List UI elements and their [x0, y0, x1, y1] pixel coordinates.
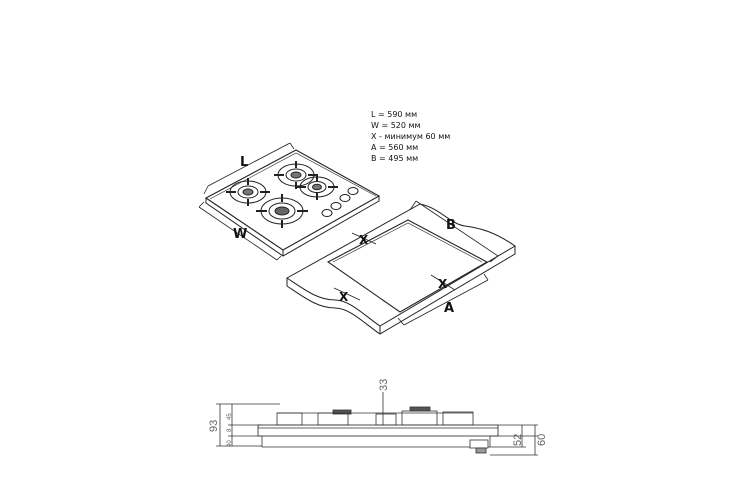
dim-33: 33	[378, 379, 390, 391]
label-b: B	[446, 218, 456, 233]
label-x-right: X	[438, 277, 448, 291]
label-a: A	[444, 301, 454, 316]
spec-width: W = 520 мм	[371, 121, 421, 130]
spec-cutout-b: B = 495 мм	[371, 154, 419, 163]
dim-60: 60	[536, 434, 548, 446]
dim-45: 45	[227, 413, 233, 420]
dimension-lines-cutout	[333, 200, 499, 326]
dim-52: 52	[512, 434, 524, 446]
knob-icon	[321, 187, 359, 217]
label-l: L	[240, 155, 248, 170]
spec-cutout-a: A = 560 мм	[371, 143, 419, 152]
label-w: W	[233, 227, 247, 242]
spec-min-gap: X - минимум 60 мм	[371, 132, 451, 141]
burner-icon	[226, 178, 270, 206]
dim-93: 93	[208, 420, 220, 432]
burner-icon	[296, 174, 338, 200]
countertop-drawing	[286, 203, 516, 335]
dim-8: 8	[227, 428, 233, 432]
dimension-l	[203, 142, 295, 195]
dim-40: 40	[227, 440, 233, 447]
burner-icon	[256, 194, 308, 228]
label-x-top: X	[359, 233, 369, 247]
spec-length: L = 590 мм	[371, 110, 418, 119]
hob-drawing	[204, 149, 381, 257]
dimension-w	[198, 201, 282, 261]
label-x-left: X	[339, 290, 349, 304]
specifications-list: L = 590 мм W = 520 мм X - минимум 60 мм …	[371, 109, 450, 164]
side-view-drawing	[216, 392, 538, 456]
